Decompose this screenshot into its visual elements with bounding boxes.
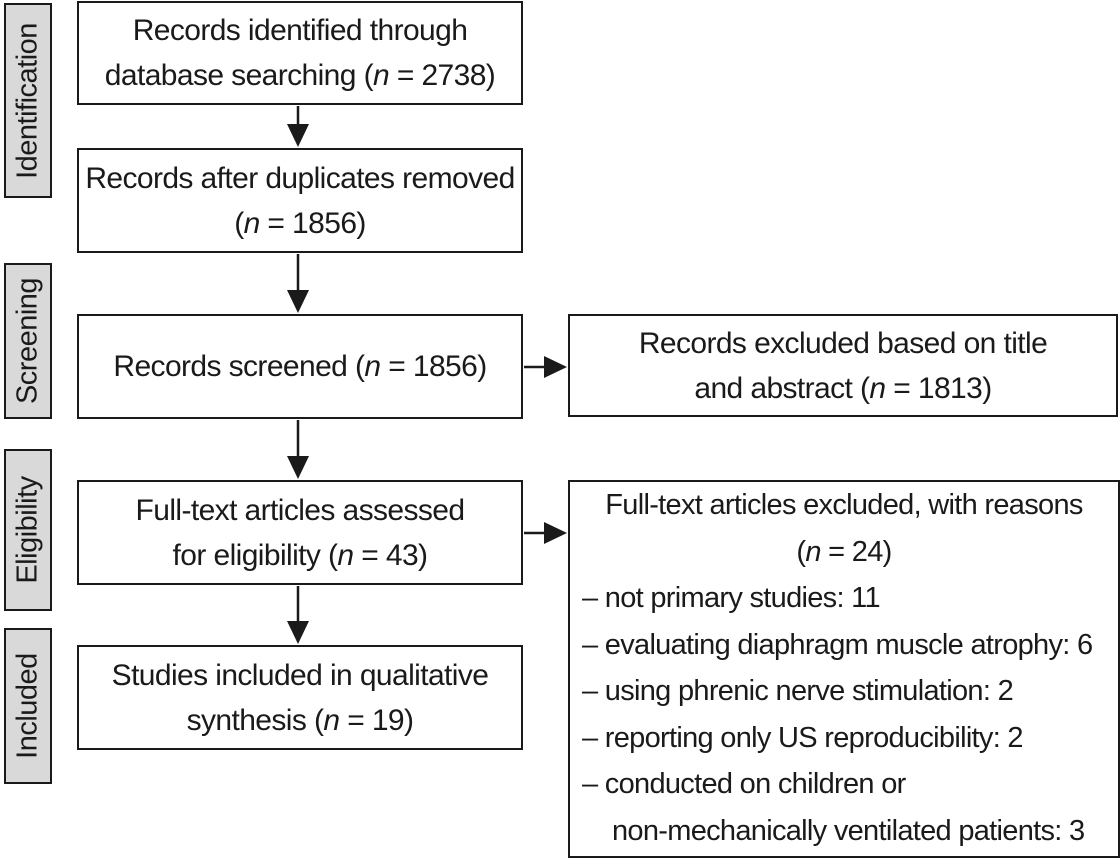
exclusions-header: Full-text articles excluded, with reason…: [605, 489, 1083, 521]
box-fulltext-excluded: Full-text articles excluded, with reason…: [568, 480, 1120, 858]
arrowhead-down: [287, 124, 309, 147]
stage-eligibility: Eligibility: [4, 449, 52, 611]
exclusion-reasons-list: – not primary studies: 11 – evaluating d…: [570, 575, 1118, 854]
box-line: Records screened (n = 1856): [113, 350, 487, 383]
box-line: Full-text articles assessed: [135, 493, 466, 527]
box-records-identified: Records identified through database sear…: [77, 1, 523, 105]
stage-identification: Identification: [4, 3, 52, 198]
exclusion-reason: – conducted on children or: [582, 768, 906, 800]
arrowhead-down: [287, 456, 309, 479]
box-line: (n = 1856): [234, 206, 366, 240]
stage-included: Included: [4, 628, 52, 784]
stage-screening: Screening: [4, 263, 52, 419]
exclusions-count: (n = 24): [796, 535, 892, 568]
exclusion-reason: – reporting only US reproducibility: 2: [582, 721, 1024, 754]
box-records-excluded: Records excluded based on title and abst…: [568, 314, 1118, 417]
box-line: synthesis (n = 19): [186, 703, 414, 737]
box-line: and abstract (n = 1813): [694, 371, 992, 405]
box-line: Records identified through: [132, 14, 468, 47]
box-line: Records excluded based on title: [638, 326, 1048, 360]
exclusion-reason: – not primary studies: 11: [582, 582, 881, 614]
exclusion-reason: – using phrenic nerve stimulation: 2: [582, 675, 1014, 707]
exclusion-reason-continuation: non-mechanically ventilated patients: 3: [612, 814, 1085, 847]
box-line: Records after duplicates removed: [85, 161, 515, 195]
arrowhead-down: [287, 621, 309, 644]
box-fulltext-assessed: Full-text articles assessed for eligibil…: [77, 480, 523, 585]
arrowhead-down: [287, 290, 309, 313]
box-duplicates-removed: Records after duplicates removed (n = 18…: [77, 148, 523, 253]
arrowhead-right: [544, 356, 567, 378]
exclusion-reason: – evaluating diaphragm muscle atrophy: 6: [582, 628, 1093, 661]
box-studies-included: Studies included in qualitative synthesi…: [77, 645, 523, 750]
arrowhead-right: [544, 522, 567, 544]
box-records-screened: Records screened (n = 1856): [77, 314, 523, 419]
box-line: for eligibility (n = 43): [172, 538, 429, 572]
box-line: Studies included in qualitative: [111, 658, 489, 692]
box-line: database searching (n = 2738): [104, 59, 496, 92]
